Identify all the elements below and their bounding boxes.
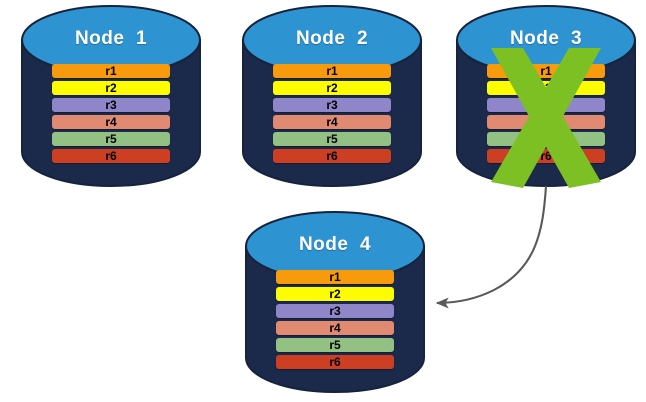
node-4-row-r5[interactable]: r5 xyxy=(276,338,394,352)
node-3-row-r3-label: r3 xyxy=(540,98,552,112)
node-2-rows: r1 r2 r3 r4 r5 r6 xyxy=(273,64,391,163)
node-1-row-r6[interactable]: r6 xyxy=(52,149,170,163)
node-4-row-r3-label: r3 xyxy=(329,304,341,318)
node-1-rows: r1 r2 r3 r4 r5 r6 xyxy=(52,64,170,163)
node-3-row-r1-label: r1 xyxy=(540,64,552,78)
node-2-row-r2-label: r2 xyxy=(326,81,338,95)
node-4-row-r1[interactable]: r1 xyxy=(276,270,394,284)
node-4-row-r6-label: r6 xyxy=(329,355,341,369)
node-2-row-r1-label: r1 xyxy=(326,64,338,78)
node-4-row-r3[interactable]: r3 xyxy=(276,304,394,318)
node-3-row-r6-label: r6 xyxy=(540,149,552,163)
node-4-row-r4-label: r4 xyxy=(329,321,341,335)
node-2-row-r5-label: r5 xyxy=(326,132,338,146)
node-4-row-r2-label: r2 xyxy=(329,287,341,301)
node-1-row-r1[interactable]: r1 xyxy=(52,64,170,78)
node-3-row-r3[interactable]: r3 xyxy=(487,98,605,112)
node-2-row-r3-label: r3 xyxy=(326,98,338,112)
node-1-row-r6-label: r6 xyxy=(105,149,117,163)
node-3-row-r5[interactable]: r5 xyxy=(487,132,605,146)
node-3-row-r6[interactable]: r6 xyxy=(487,149,605,163)
node-1-row-r3-label: r3 xyxy=(105,98,117,112)
node-3-row-r5-label: r5 xyxy=(540,132,552,146)
node-1-row-r4-label: r4 xyxy=(105,115,117,129)
node-1-row-r1-label: r1 xyxy=(105,64,117,78)
node-2-row-r4-label: r4 xyxy=(326,115,338,129)
node-3-row-r1[interactable]: r1 xyxy=(487,64,605,78)
node-1-row-r3[interactable]: r3 xyxy=(52,98,170,112)
node-4-row-r1-label: r1 xyxy=(329,270,341,284)
node-2-row-r3[interactable]: r3 xyxy=(273,98,391,112)
node-4-rows: r1 r2 r3 r4 r5 r6 xyxy=(276,270,394,369)
node-2-row-r2[interactable]: r2 xyxy=(273,81,391,95)
node-4-row-r6[interactable]: r6 xyxy=(276,355,394,369)
node-3-row-r4[interactable]: r4 xyxy=(487,115,605,129)
node-3-row-r4-label: r4 xyxy=(540,115,552,129)
node-2-row-r1[interactable]: r1 xyxy=(273,64,391,78)
node-2-row-r5[interactable]: r5 xyxy=(273,132,391,146)
node-1-row-r5-label: r5 xyxy=(105,132,117,146)
node-4-row-r4[interactable]: r4 xyxy=(276,321,394,335)
node-1-row-r2[interactable]: r2 xyxy=(52,81,170,95)
node-2-row-r6[interactable]: r6 xyxy=(273,149,391,163)
node-3-row-r2[interactable]: r2 xyxy=(487,81,605,95)
node-2-row-r4[interactable]: r4 xyxy=(273,115,391,129)
node-3-row-r2-label: r2 xyxy=(540,81,552,95)
node-1-row-r4[interactable]: r4 xyxy=(52,115,170,129)
node-4-row-r2[interactable]: r2 xyxy=(276,287,394,301)
node-1-row-r5[interactable]: r5 xyxy=(52,132,170,146)
node-2-row-r6-label: r6 xyxy=(326,149,338,163)
node-3-rows: r1 r2 r3 r4 r5 r6 xyxy=(487,64,605,163)
node-1-row-r2-label: r2 xyxy=(105,81,117,95)
node-4-row-r5-label: r5 xyxy=(329,338,341,352)
